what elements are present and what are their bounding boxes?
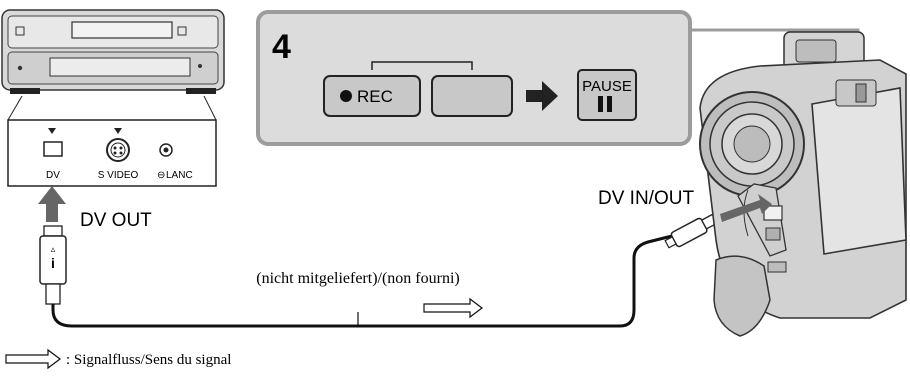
dv-plug-right (664, 213, 718, 249)
dv-in-out-pointer-icon (720, 194, 772, 222)
dv-port-icon (43, 141, 63, 157)
step-number: 4 (272, 28, 291, 66)
dv-plug-left: ▵ i (39, 225, 67, 305)
svg-text:▵: ▵ (51, 244, 56, 254)
cable-not-supplied-note: (nicht mitgeliefert)/(non fourni) (256, 270, 459, 287)
dv-cable (51, 234, 673, 328)
legend-text: : Signalfluss/Sens du signal (66, 352, 231, 368)
vcr-connector-panel: DV S VIDEO ⊖ LANC (7, 95, 217, 187)
dv-port-label: DV (46, 170, 60, 181)
svg-text:i: i (51, 255, 55, 271)
lanc-port-icon (159, 143, 173, 157)
lanc-symbol-icon: ⊖ (157, 170, 165, 181)
dv-in-out-label: DV IN/OUT (598, 188, 694, 209)
blank-button[interactable] (431, 75, 513, 117)
vcr-deck (1, 9, 225, 94)
right-arrow-icon (526, 81, 558, 111)
dv-out-label: DV OUT (80, 210, 152, 231)
rec-dot-icon (340, 90, 352, 102)
legend-signal-arrow-icon (5, 348, 61, 370)
dv-in-out-port-icon (763, 205, 783, 221)
pause-button-label: PAUSE (582, 78, 632, 95)
signal-flow-arrow-icon (423, 297, 483, 319)
pause-icon (598, 96, 612, 112)
rec-button[interactable]: REC (323, 75, 421, 117)
signal-up-arrow-icon (38, 186, 66, 222)
rec-button-label: REC (357, 87, 393, 106)
svideo-port-icon (106, 138, 130, 162)
svideo-port-label: S VIDEO (98, 170, 139, 181)
camcorder (699, 31, 907, 337)
pause-button[interactable]: PAUSE (577, 69, 637, 121)
lanc-port-label: LANC (166, 170, 193, 181)
